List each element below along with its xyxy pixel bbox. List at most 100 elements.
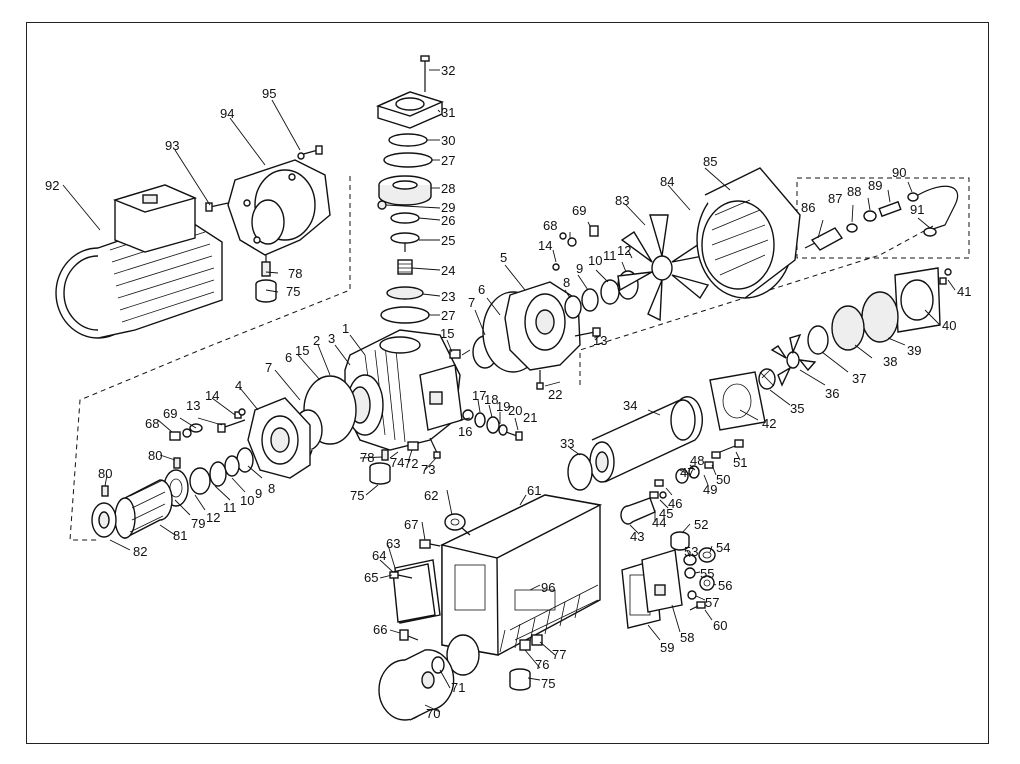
motor-group-outline [69,176,351,541]
seat-23 [386,286,424,300]
port-15 [449,349,461,359]
impeller-36 [770,333,817,387]
label-92: 92 [45,178,59,193]
label-44: 44 [652,515,666,530]
key-80-mid [173,457,181,469]
ring-11-left [189,467,211,495]
fan-83 [617,214,710,322]
label-75-mid: 75 [350,488,364,503]
tube-89 [878,200,902,218]
label-80-mid: 80 [148,448,162,463]
label-96: 96 [541,580,555,595]
sensor-86 [804,227,844,251]
label-48: 48 [690,453,704,468]
label-69-left: 69 [163,406,177,421]
fitting-90 [907,192,919,202]
label-63: 63 [386,536,400,551]
block-58 [641,549,683,613]
label-24: 24 [441,263,455,278]
label-12-right: 12 [617,243,631,258]
cabinet-61 [439,494,603,676]
eyebolt-62 [444,513,471,536]
label-57: 57 [705,595,719,610]
label-47: 47 [680,465,694,480]
label-7-right: 7 [468,295,475,310]
label-11-right: 11 [603,248,617,263]
label-38: 38 [883,354,897,369]
label-66: 66 [373,622,387,637]
hub-82 [91,502,117,538]
oring-30 [388,133,428,147]
label-68-left: 68 [145,416,159,431]
label-49: 49 [703,482,717,497]
label-88: 88 [847,184,861,199]
filter-mesh-39 [861,291,899,343]
ring-27-bottom [380,306,430,324]
label-32: 32 [441,63,455,78]
screw-14-left [234,408,246,419]
label-28: 28 [441,181,455,196]
coupling-81 [114,479,173,540]
label-77: 77 [552,647,566,662]
foot-75-mid [369,462,391,485]
label-17: 17 [472,388,486,403]
nut-87 [846,223,858,233]
label-85: 85 [703,154,717,169]
fitting-88 [863,210,877,222]
screw-14-right [552,263,560,271]
label-34: 34 [623,398,637,413]
filter-mesh-38 [831,305,865,351]
label-3: 3 [328,331,335,346]
label-71: 71 [451,680,465,695]
label-46: 46 [668,496,682,511]
nozzle-43 [620,497,656,525]
label-23: 23 [441,289,455,304]
label-82: 82 [133,544,147,559]
label-73: 73 [421,462,435,477]
parts-44-46 [649,479,667,499]
label-59: 59 [660,640,674,655]
ring-26 [390,212,420,224]
foot-75-bottom [509,668,531,691]
label-67: 67 [404,517,418,532]
label-51: 51 [733,455,747,470]
label-18: 18 [484,392,498,407]
label-5: 5 [500,250,507,265]
part-labels: 32 31 30 27 28 29 26 25 24 23 27 92 93 9… [45,63,971,721]
fitting-68-69-left [169,423,203,441]
cap-54 [698,547,716,563]
label-40: 40 [942,318,956,333]
label-68-right: 68 [543,218,557,233]
label-36: 36 [825,386,839,401]
label-21: 21 [523,410,537,425]
label-42: 42 [762,416,776,431]
label-10-left: 10 [240,493,254,508]
part-78-top [261,254,271,277]
bolt-32 [420,55,430,92]
ring-55 [684,567,696,579]
label-6-left: 6 [285,350,292,365]
screw-22 [536,370,544,390]
ring-9-right [581,288,599,312]
label-43: 43 [630,529,644,544]
valve-25 [390,232,420,252]
label-30: 30 [441,133,455,148]
label-14-left: 14 [205,388,219,403]
label-27-top: 27 [441,153,455,168]
cylinder-34 [589,396,703,483]
label-53: 53 [684,544,698,559]
label-29: 29 [441,200,455,215]
label-72: 72 [404,456,418,471]
label-93: 93 [165,138,179,153]
label-26: 26 [441,213,455,228]
label-83: 83 [615,193,629,208]
bearing-28 [377,175,432,210]
seal-8-right [564,295,582,319]
bolt-51 [719,439,744,453]
electric-motor [55,184,223,339]
spring-35 [758,368,776,390]
ring-10-left [209,461,227,487]
label-15-right: 15 [440,326,454,341]
label-79: 79 [191,516,205,531]
